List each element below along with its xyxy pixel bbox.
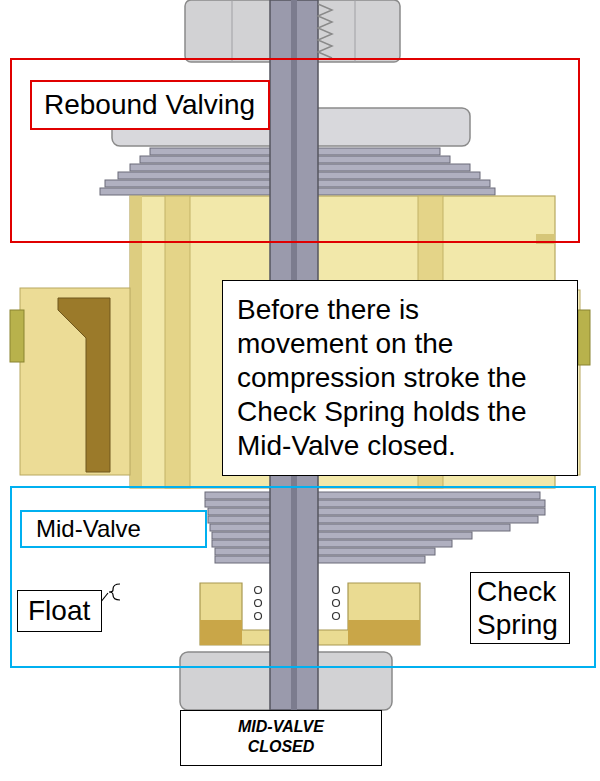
spring-coil — [333, 600, 340, 607]
shim — [208, 516, 538, 523]
rebound-region: Rebound Valving — [10, 58, 580, 243]
label-text: Float — [28, 594, 91, 628]
spring-coil — [255, 587, 262, 594]
shim — [208, 508, 545, 515]
shim — [212, 540, 452, 547]
check-spring — [255, 587, 340, 620]
spring-coil — [333, 613, 340, 620]
nut-edge — [232, 0, 233, 62]
shim — [210, 524, 510, 531]
rod-threads — [318, 4, 332, 58]
cup-shade — [200, 620, 242, 645]
region-label: Rebound Valving — [30, 80, 270, 130]
wear-tab — [10, 310, 24, 362]
piston-port — [165, 196, 190, 488]
piston-band-left — [20, 288, 130, 475]
callout-box: Before there is movement on the compress… — [222, 280, 578, 476]
float-label-box: Float — [17, 590, 102, 632]
shim — [215, 556, 425, 563]
region-label: Mid-Valve — [20, 510, 207, 548]
shim — [205, 500, 545, 507]
flow-channel — [58, 298, 110, 472]
label-text: Before there is movement on the compress… — [237, 293, 541, 463]
mid-valve-shims — [205, 492, 545, 563]
shim — [215, 548, 435, 555]
mid-valve-region: Mid-ValveFloat Check Spring — [10, 486, 596, 668]
spring-coil — [255, 600, 262, 607]
shim — [205, 492, 540, 499]
spring-coil — [333, 587, 340, 594]
piston-shade — [130, 196, 142, 488]
check-spring-box: Check Spring — [470, 572, 570, 644]
spring-coil — [255, 613, 262, 620]
nut-edge — [355, 0, 356, 62]
wear-tab — [578, 310, 590, 365]
status-box: MID-VALVE CLOSED — [180, 710, 382, 766]
shim — [212, 532, 472, 539]
float-bracket — [109, 584, 120, 600]
label-text: Check Spring — [477, 575, 563, 641]
label-text: MID-VALVE CLOSED — [226, 717, 336, 757]
cup-shade — [348, 620, 420, 645]
